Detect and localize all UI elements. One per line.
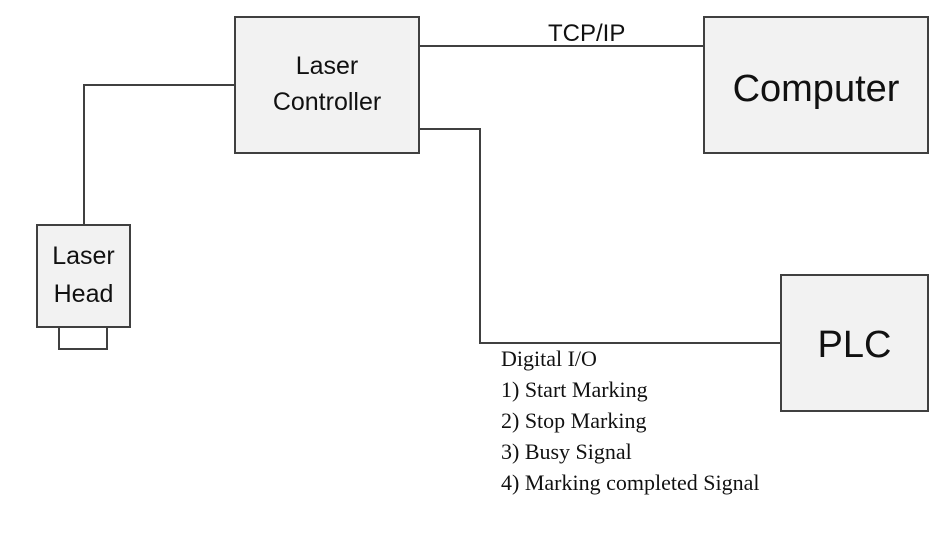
computer-node: Computer	[703, 16, 929, 154]
laser-controller-label-line2: Controller	[272, 88, 382, 116]
head-wire-horizontal	[83, 84, 236, 86]
plc-node: PLC	[780, 274, 929, 412]
head-wire-vertical	[83, 84, 85, 226]
plc-label: PLC	[817, 324, 892, 366]
laser-head-label-line1: Laser	[52, 242, 115, 270]
digital-io-item-start-marking: 1) Start Marking	[501, 377, 648, 402]
digital-io-item-marking-completed: 4) Marking completed Signal	[501, 470, 760, 495]
laser-head-lens	[58, 326, 108, 350]
tcp-ip-label: TCP/IP	[548, 20, 626, 47]
io-wire-top	[418, 128, 481, 130]
laser-controller-label-line1: Laser	[295, 52, 359, 80]
digital-io-item-busy-signal: 3) Busy Signal	[501, 439, 632, 464]
computer-label: Computer	[732, 68, 900, 110]
io-wire-bottom	[479, 342, 782, 344]
laser-head-label-line2: Head	[53, 280, 114, 308]
io-wire-vertical	[479, 128, 481, 344]
digital-io-item-stop-marking: 2) Stop Marking	[501, 408, 647, 433]
digital-io-title: Digital I/O	[501, 346, 597, 371]
tcp-ip-wire	[418, 45, 704, 47]
laser-controller-node: Laser Controller	[234, 16, 420, 154]
laser-head-node: Laser Head	[36, 224, 131, 328]
